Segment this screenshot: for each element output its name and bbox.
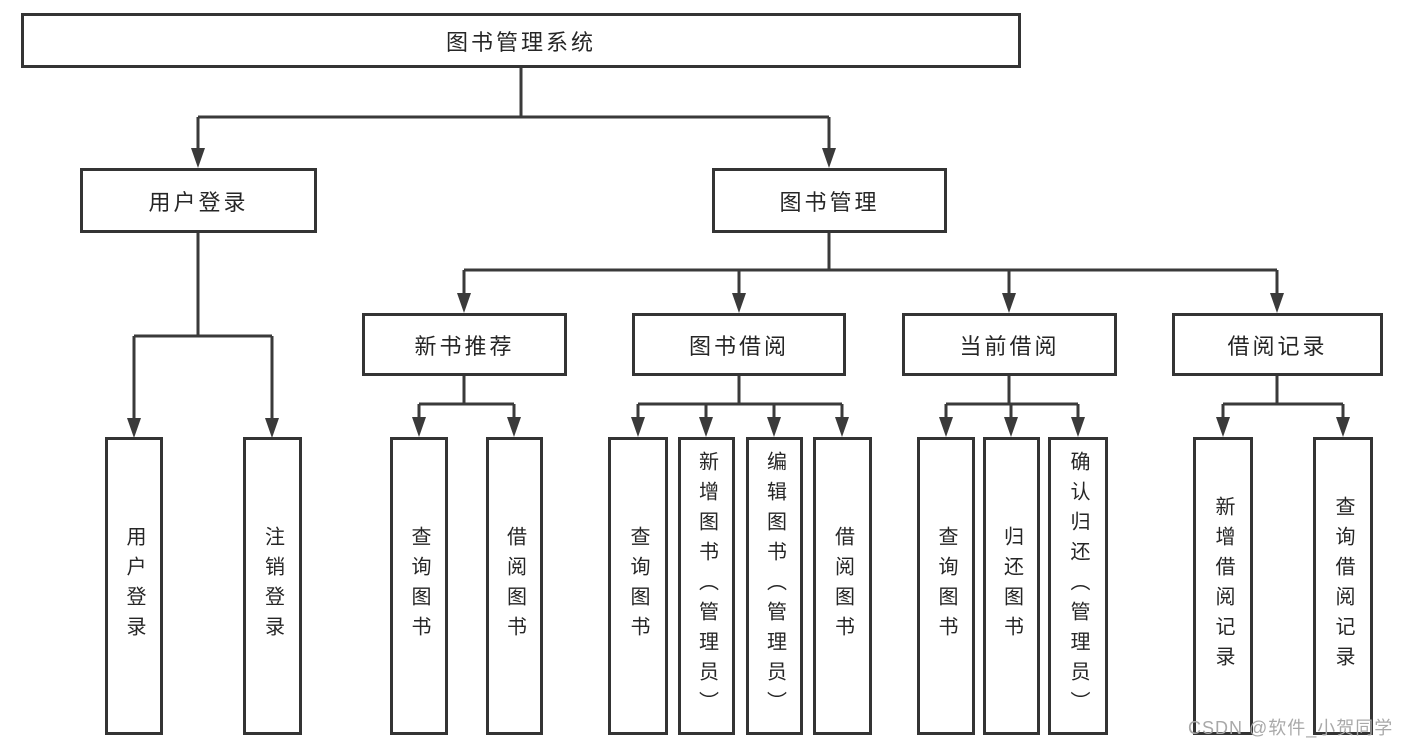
leaf-query-borrow-record: 查询借阅记录 [1313,437,1373,735]
leaf-query-books-2-label: 查询图书 [627,526,649,646]
arrowheads [127,148,1350,438]
leaf-user-login: 用户登录 [105,437,163,735]
node-current-borrow: 当前借阅 [902,313,1117,376]
node-borrow-records: 借阅记录 [1172,313,1383,376]
node-borrow-records-label: 借阅记录 [1227,333,1328,359]
leaf-user-login-label: 用户登录 [123,526,145,646]
node-current-borrow-label: 当前借阅 [959,333,1060,359]
node-book-management-label: 图书管理 [779,189,880,215]
leaf-logout-label: 注销登录 [261,526,284,646]
leaf-add-book-admin: 新增图书（管理员） [678,437,735,735]
leaf-borrow-books-2: 借阅图书 [813,437,872,735]
leaf-edit-book-admin-label: 编辑图书（管理员） [763,451,786,721]
leaf-return-book: 归还图书 [983,437,1040,735]
node-book-management: 图书管理 [712,168,947,233]
leaf-confirm-return-admin-label: 确认归还（管理员） [1067,451,1089,721]
node-user-login-label: 用户登录 [148,189,249,215]
leaf-logout: 注销登录 [243,437,302,735]
leaf-borrow-books-1-label: 借阅图书 [503,526,526,646]
leaf-borrow-books-1: 借阅图书 [486,437,543,735]
node-new-book-recommend: 新书推荐 [362,313,567,376]
leaf-query-books-2: 查询图书 [608,437,668,735]
node-book-borrow-label: 图书借阅 [688,333,789,359]
node-new-book-recommend-label: 新书推荐 [414,333,515,359]
leaf-query-books-3: 查询图书 [917,437,975,735]
node-root-label: 图书管理系统 [445,29,596,55]
leaf-query-books-1-label: 查询图书 [408,526,430,646]
csdn-watermark: CSDN @软件_小贺同学 [1188,718,1394,738]
leaf-borrow-books-2-label: 借阅图书 [831,526,854,646]
leaf-add-book-admin-label: 新增图书（管理员） [695,451,718,721]
leaf-query-books-1: 查询图书 [390,437,448,735]
leaf-add-borrow-record-label: 新增借阅记录 [1212,496,1234,676]
leaf-confirm-return-admin: 确认归还（管理员） [1048,437,1108,735]
leaf-query-books-3-label: 查询图书 [935,526,957,646]
leaf-edit-book-admin: 编辑图书（管理员） [746,437,803,735]
connector-paths [132,68,1345,420]
node-root: 图书管理系统 [21,13,1021,68]
node-user-login: 用户登录 [80,168,317,233]
node-book-borrow: 图书借阅 [632,313,846,376]
leaf-return-book-label: 归还图书 [1000,526,1023,646]
leaf-query-borrow-record-label: 查询借阅记录 [1332,496,1354,676]
leaf-add-borrow-record: 新增借阅记录 [1193,437,1253,735]
